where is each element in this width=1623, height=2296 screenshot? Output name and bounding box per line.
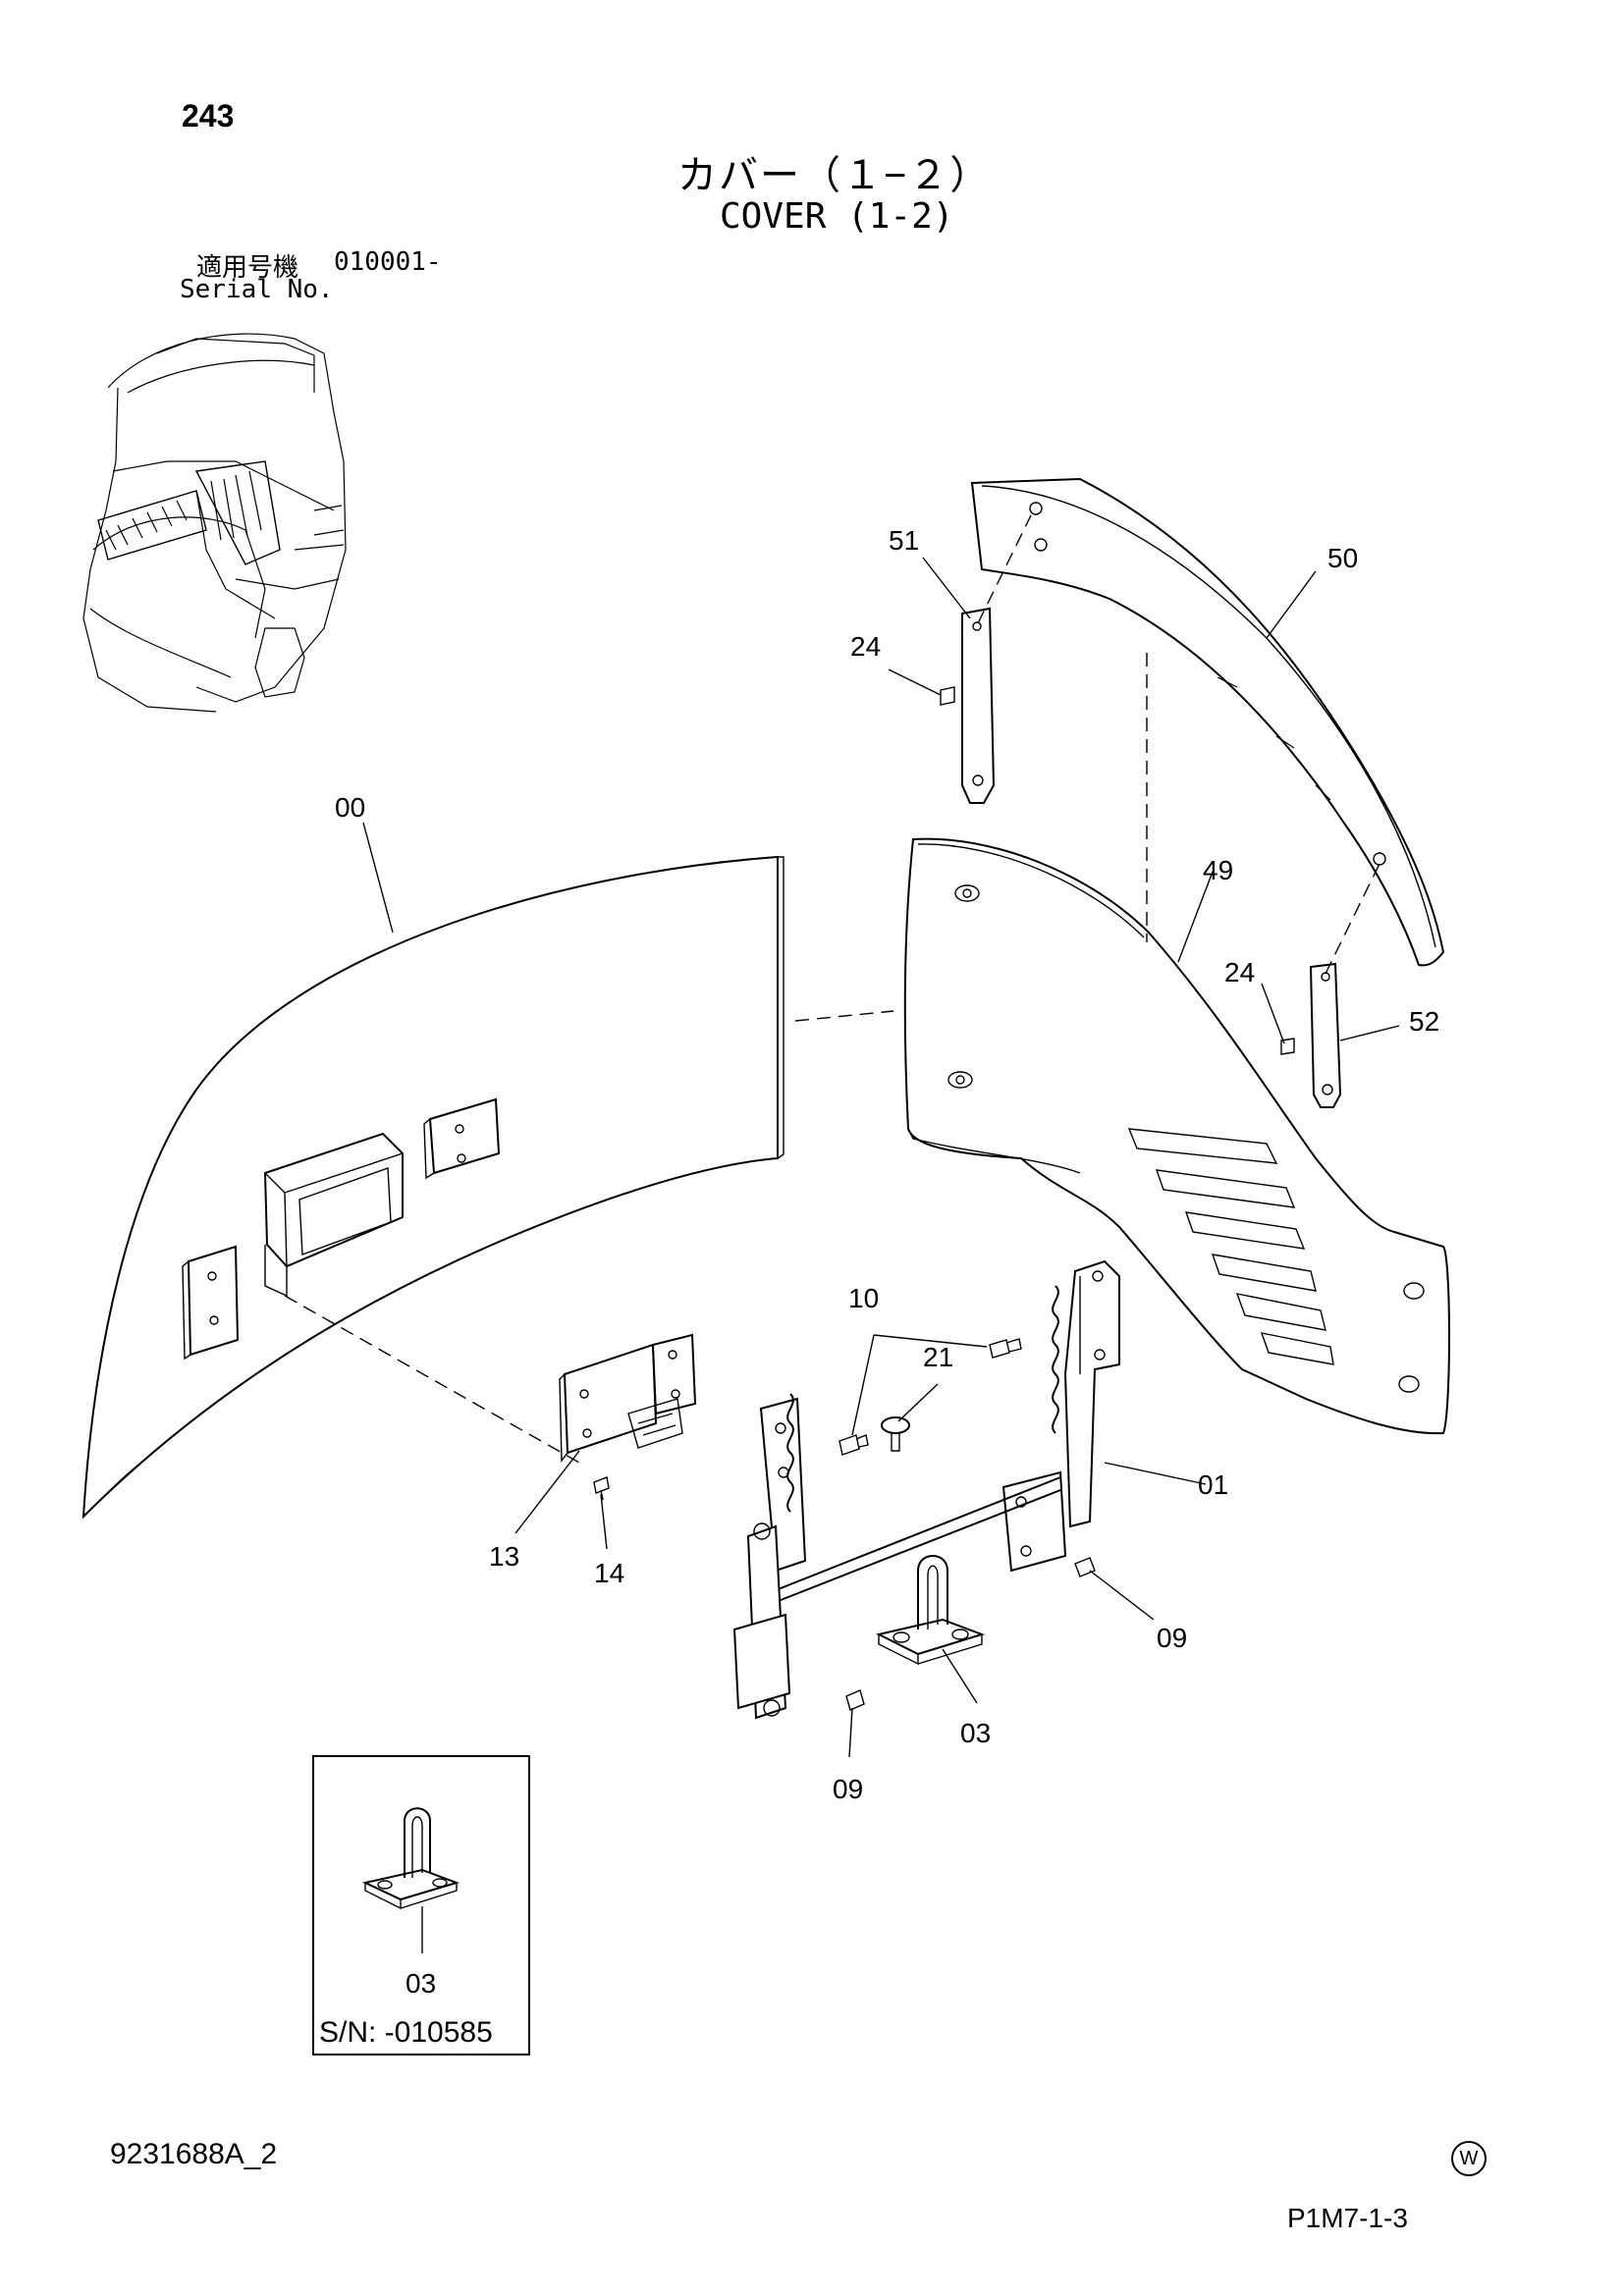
leader-lines <box>362 557 1400 1758</box>
bolt-14 <box>593 1476 610 1501</box>
bolt-09-a <box>1074 1557 1096 1577</box>
bracket-51 <box>940 514 1032 804</box>
document-number: 9231688A_2 <box>110 2138 278 2170</box>
plate-13 <box>559 1333 697 1464</box>
callout-13: 13 <box>489 1541 519 1572</box>
serial-label-english: Serial No. <box>180 275 334 304</box>
callout-10: 10 <box>848 1283 879 1313</box>
page-code: P1M7-1-3 <box>1287 2203 1408 2233</box>
callout-51: 51 <box>889 525 919 556</box>
inset-box <box>312 1755 530 2056</box>
callout-14: 14 <box>594 1558 624 1588</box>
bracket-52 <box>1280 863 1380 1108</box>
callout-21: 21 <box>923 1342 953 1372</box>
page-number: 243 <box>182 98 235 133</box>
inset-u-bolt-illustration <box>361 1807 460 1953</box>
bolt-09-b <box>845 1689 865 1711</box>
callout-labels: 00 01 03 09 09 10 13 14 21 24 24 49 50 5… <box>335 525 1439 1999</box>
hinge-frame-01 <box>732 1259 1120 1720</box>
cover-panel-49 <box>903 837 1450 1435</box>
callout-09-bottom: 09 <box>833 1774 863 1804</box>
serial-number-range: 010001- <box>334 247 442 277</box>
bolt-10-a <box>839 1434 869 1456</box>
watermark-symbol: W <box>1451 2141 1487 2176</box>
callout-00: 00 <box>335 792 365 823</box>
washer-bolt-21 <box>881 1416 910 1452</box>
callout-09-right: 09 <box>1157 1623 1187 1653</box>
cover-panel-00 <box>81 855 894 1520</box>
callout-50: 50 <box>1327 543 1358 573</box>
serial-label-japanese: 適用号機 <box>196 253 299 283</box>
callout-52: 52 <box>1409 1006 1439 1037</box>
bolt-10-b <box>989 1338 1022 1359</box>
page-title-japanese: カバー（１−２） <box>677 154 992 197</box>
callout-01: 01 <box>1198 1469 1228 1500</box>
callout-24-upper: 24 <box>850 631 881 662</box>
machine-overview-illustration <box>82 333 347 713</box>
u-bolt-plate-03 <box>876 1555 986 1666</box>
cover-panel-50 <box>970 477 1445 967</box>
inset-serial-caption: S/N: -010585 <box>319 2016 493 2049</box>
inset-callout-03: 03 <box>406 1968 436 1999</box>
callout-24-lower: 24 <box>1224 957 1255 988</box>
callout-03: 03 <box>960 1718 991 1748</box>
callout-49: 49 <box>1203 855 1233 885</box>
page-title-english: COVER (1-2) <box>720 196 954 237</box>
